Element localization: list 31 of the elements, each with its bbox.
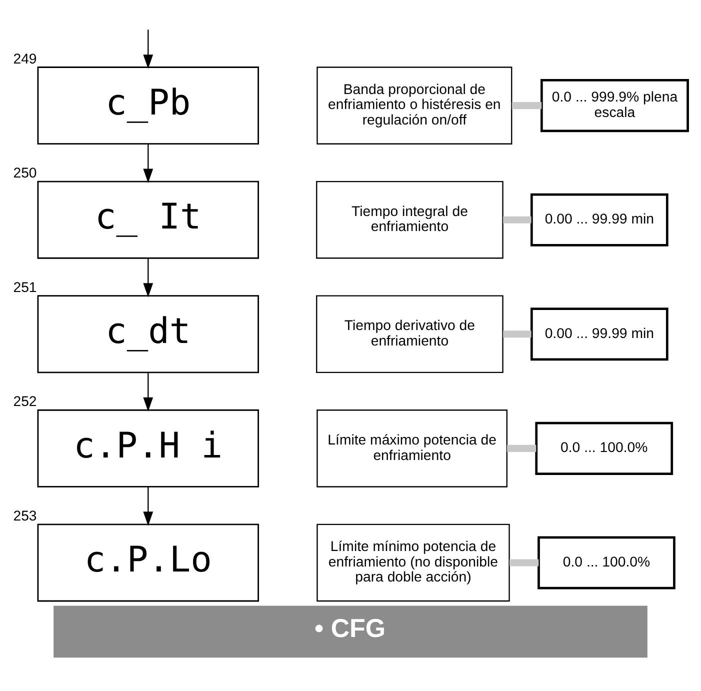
node-label: 253 — [13, 507, 37, 524]
connector — [503, 216, 532, 224]
connector — [506, 444, 536, 452]
node-box: c.P.Lo — [37, 524, 259, 602]
connector — [512, 102, 542, 110]
node-box: c_dt — [37, 295, 259, 374]
node-box: 0.0 ... 100.0% — [535, 422, 674, 475]
arrow — [143, 258, 154, 298]
node-box: Tiempo integral de enfriamiento — [316, 180, 504, 259]
arrow — [143, 144, 154, 183]
node-box: 0.0 ... 999.9% plena escala — [540, 79, 689, 132]
node-box: 0.00 ... 99.99 min — [530, 308, 668, 361]
node-box: Límite mínimo potencia de enfriamiento (no disponible para doble acción) — [316, 524, 510, 602]
arrow — [143, 30, 154, 69]
node-box: c_Pb — [37, 66, 259, 145]
connector — [503, 330, 532, 338]
connector — [509, 559, 539, 566]
node-box: 0.0 ... 100.0% — [538, 536, 676, 590]
node-box: c.P.H i — [37, 409, 259, 488]
node-label: 249 — [13, 50, 37, 66]
arrow — [143, 486, 154, 526]
node-label: 250 — [13, 164, 37, 181]
node-box: c_ It — [37, 180, 259, 259]
node-box: Límite máximo potencia de enfriamiento — [316, 410, 508, 488]
node-label: 252 — [13, 393, 37, 410]
node-label: 251 — [13, 278, 37, 295]
caption: • CFG — [314, 615, 386, 644]
node-box: Tiempo derivativo de enfriamiento — [316, 295, 504, 374]
node-box: 0.00 ... 99.99 min — [530, 193, 668, 246]
node-box: Banda proporcional de enfriamiento o histéresis en regulación on/off — [316, 66, 512, 144]
arrow — [143, 372, 154, 412]
